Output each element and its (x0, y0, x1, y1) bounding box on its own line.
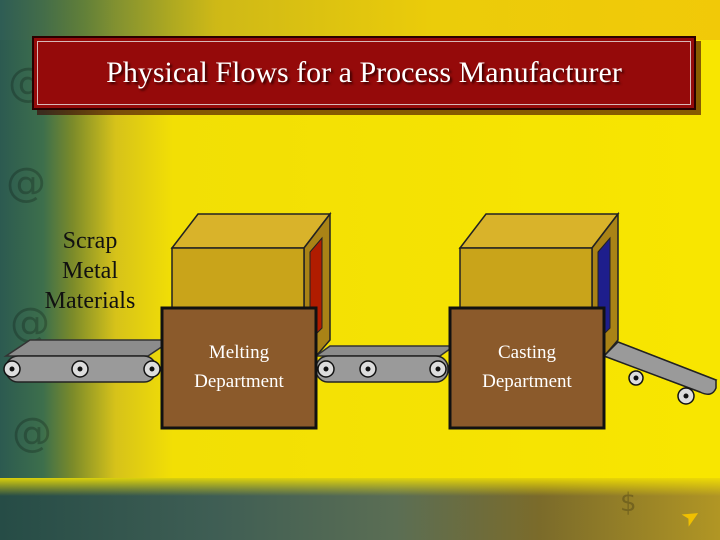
input-materials-label: Scrap Metal Materials (30, 226, 150, 316)
title-banner-frame (37, 41, 691, 105)
input-label-line: Materials (44, 288, 136, 314)
title-banner: Physical Flows for a Process Manufacture… (32, 36, 696, 110)
input-label-line: Metal (62, 258, 118, 284)
slide-title: Physical Flows for a Process Manufacture… (106, 56, 622, 89)
swirl-decor-icon: @ (12, 410, 52, 456)
melting-furnace-icon (160, 211, 332, 430)
swirl-decor-icon: @ (6, 160, 46, 206)
melting-department-label: Melting Department (163, 338, 315, 396)
input-label-line: Scrap (62, 228, 118, 254)
swirl-decor-icon: @ (10, 300, 50, 346)
dept-label-line: Melting (208, 342, 270, 363)
casting-department-label: Casting Department (451, 338, 603, 396)
swirl-decor-icon: $ (620, 488, 637, 518)
top-decor-band (0, 0, 720, 40)
bottom-decor-band (0, 478, 720, 540)
dept-label-line: Department (482, 371, 572, 392)
casting-machine-icon (448, 211, 620, 430)
dept-label-line: Casting (497, 342, 557, 363)
dept-label-line: Department (194, 371, 284, 392)
